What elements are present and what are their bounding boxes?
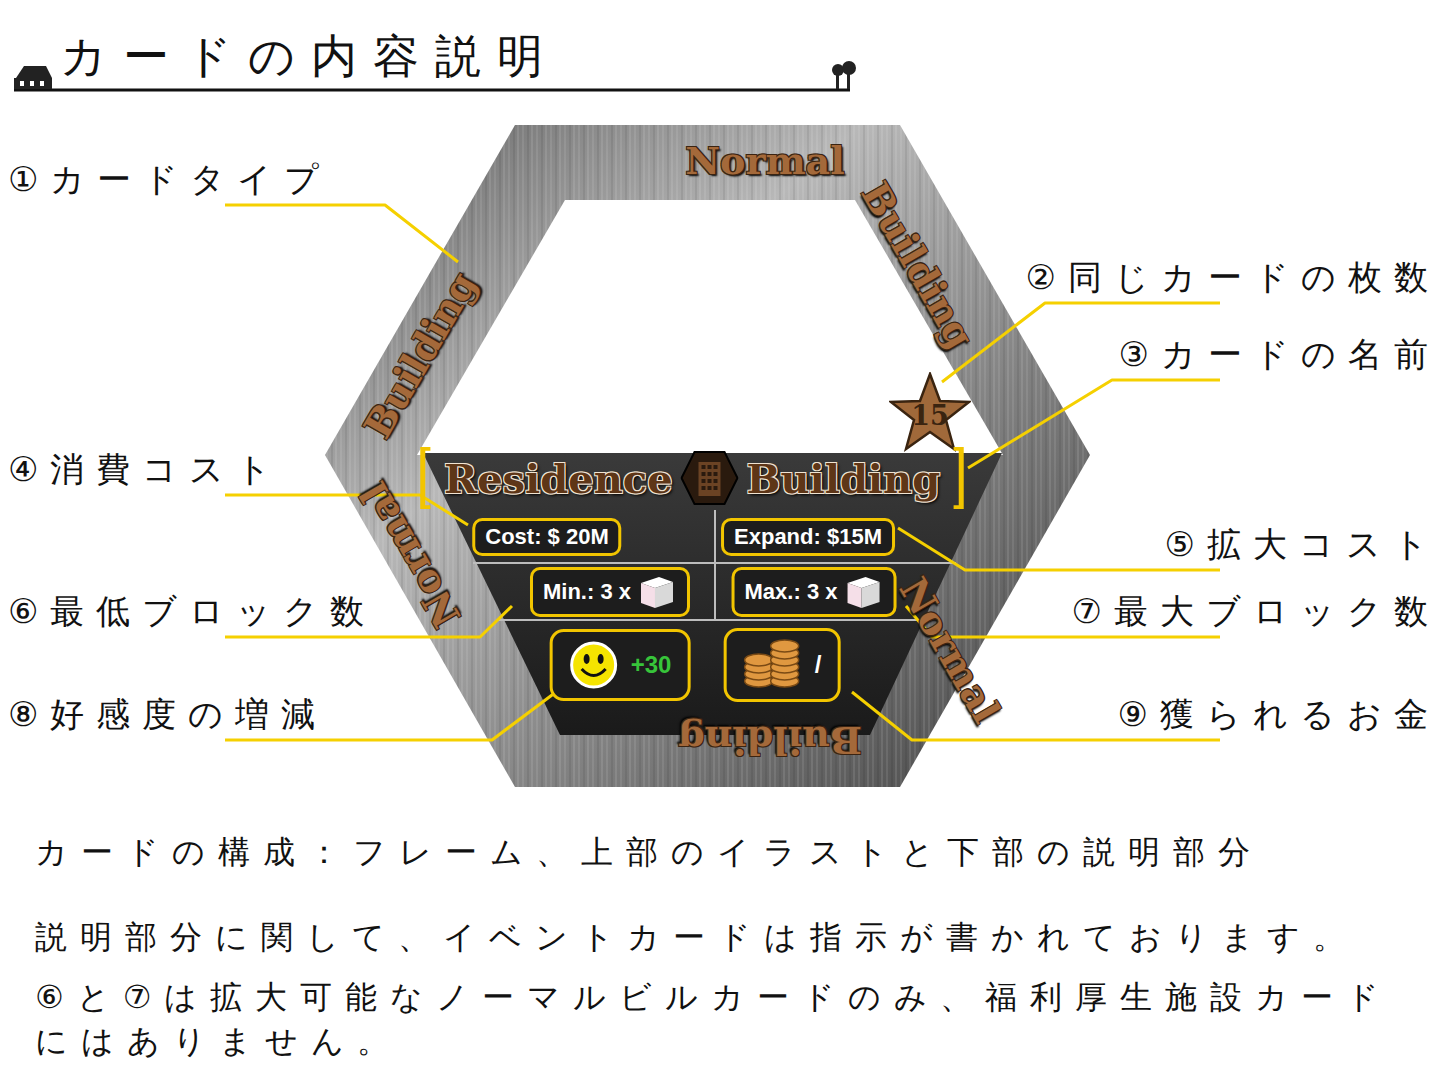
building-icon-part: [708, 479, 712, 483]
card-hexagon: NormalBuildingBuildingNormalNormalBuildi…: [325, 125, 1090, 787]
note-text: 説明部分に関して、イベントカードは指示が書かれております。: [35, 915, 1430, 959]
card-name-text: Residence: [444, 455, 673, 502]
star-shape-part: [891, 374, 969, 449]
title-underline: [14, 89, 850, 92]
callout-label: ⑧好感度の増減: [8, 692, 327, 738]
box-text: Min.: 3 x: [543, 579, 631, 605]
coins-icon-part: [771, 640, 799, 652]
house-icon-part: [20, 81, 24, 86]
callout-label: ②同じカードの枚数: [1026, 255, 1440, 301]
callout-label: ③カードの名前: [1119, 332, 1440, 378]
tree-icon-part: [847, 74, 850, 89]
card-shape-part: [497, 619, 930, 621]
building-icon-part: [702, 479, 706, 483]
coins-icon-part: [745, 640, 799, 687]
card-shape-part: [325, 125, 1090, 787]
building-icon-part: [702, 472, 706, 476]
box-text: Cost: $ 20M: [485, 524, 608, 550]
name-bracket-part: [954, 448, 962, 508]
callout-label: ⑨獲られるお金: [1118, 692, 1440, 738]
card-shape-part: [473, 562, 956, 564]
building-icon-part: [708, 486, 712, 490]
frame-text: Normal: [685, 138, 844, 183]
callout-label: ⑦最大ブロック数: [1072, 589, 1440, 635]
max-blocks-box: Max.: 3 x: [732, 567, 897, 617]
building-icon-part: [708, 465, 712, 469]
favor-box: +30: [550, 629, 691, 701]
smiley-icon: [569, 640, 619, 690]
tree-icon-part: [842, 61, 856, 75]
card-shape-part: [325, 125, 1090, 787]
tree-icon: [832, 61, 856, 89]
house-icon-part: [40, 81, 44, 86]
expand-cost-box: Expand: $15M: [721, 518, 895, 556]
leader-line: [968, 380, 1220, 468]
copies-star: 15: [889, 372, 971, 452]
copies-number: 15: [911, 400, 949, 431]
house-icon: [14, 66, 52, 89]
house-icon-part: [16, 66, 52, 78]
smiley-icon-part: [598, 654, 604, 664]
block-cube-icon-part: [861, 582, 879, 608]
building-icon-part: [699, 462, 721, 496]
building-icon-part: [714, 479, 718, 483]
name-bracket-part: [423, 448, 431, 508]
box-text: Expand: $15M: [734, 524, 882, 550]
income-box: /: [724, 628, 841, 702]
leader-line: [225, 205, 458, 262]
house-icon-part: [30, 81, 34, 86]
block-cube-icon-part: [847, 583, 861, 608]
coins-icon-part: [745, 654, 773, 666]
callout-label: ①カードタイプ: [8, 157, 331, 203]
leader-line: [225, 495, 468, 525]
house-icon-part: [14, 78, 52, 89]
box-text: Max.: 3 x: [745, 579, 838, 605]
building-icon-part: [702, 486, 706, 490]
box-text: /: [815, 651, 822, 679]
note-text: ⑥と⑦は拡大可能なノーマルビルカードのみ、福利厚生施設カードにはありません。: [35, 975, 1430, 1063]
smiley-icon-part: [584, 654, 590, 664]
building-icon-part: [714, 472, 718, 476]
cost-box: Cost: $ 20M: [472, 518, 621, 556]
card-shape-part: [714, 510, 716, 620]
note-text: カードの構成：フレーム、上部のイラストと下部の説明部分: [35, 830, 1430, 874]
building-icon: [681, 449, 739, 507]
building-icon-part: [702, 465, 718, 490]
tree-icon-part: [836, 74, 839, 89]
building-icon-part: [682, 452, 738, 504]
card-name-text: Building: [747, 455, 941, 502]
building-icon-part: [708, 472, 712, 476]
callout-label: ⑤拡大コスト: [1165, 522, 1440, 568]
callout-label: ④消費コスト: [8, 447, 283, 493]
block-cube-icon-part: [641, 583, 655, 608]
min-blocks-box: Min.: 3 x: [530, 567, 690, 617]
block-cube-icon: [637, 573, 677, 611]
building-icon-part: [714, 465, 718, 469]
box-text: +30: [631, 651, 672, 679]
building-icon-part: [714, 486, 718, 490]
card-name-band: Residence Building: [420, 447, 965, 509]
smiley-icon-part: [582, 669, 606, 676]
callout-label: ⑥最低ブロック数: [8, 589, 376, 635]
frame-text: Building: [678, 718, 862, 763]
smiley-icon-part: [572, 643, 616, 687]
building-icon-part: [702, 465, 706, 469]
block-cube-icon: [843, 573, 883, 611]
page-title: カードの内容説明: [60, 26, 1440, 88]
block-cube-icon-part: [655, 582, 673, 608]
coins-icon: [743, 639, 803, 691]
